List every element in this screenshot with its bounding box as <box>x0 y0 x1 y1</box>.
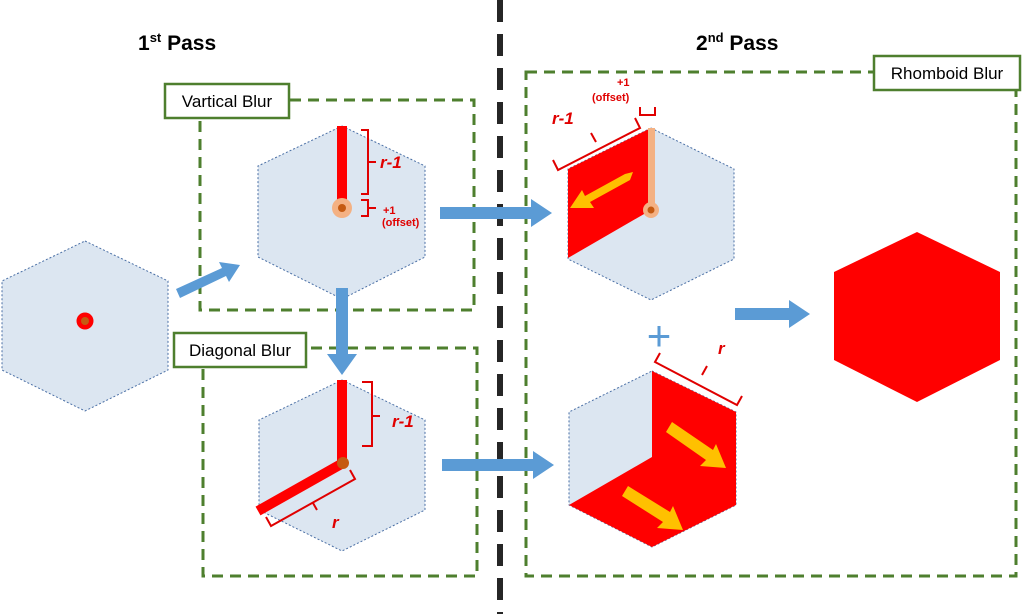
vertical-blur-line <box>337 126 347 208</box>
rhomboid-bottom-fill <box>569 371 736 547</box>
r-minus-1-bracket <box>361 129 376 195</box>
pass2-title: 2nd Pass <box>696 30 778 55</box>
flow-arrow-vertical-to-pass2 <box>440 199 552 227</box>
diagonal-blur-label: Diagonal Blur <box>189 341 291 360</box>
diagonal-vertical-line <box>337 380 347 464</box>
diagonal-blur-label-box <box>172 331 308 369</box>
pass1-title: 1st Pass <box>138 30 216 55</box>
offset-bracket <box>361 199 376 217</box>
rhomboid-blur-label: Rhomboid Blur <box>891 64 1004 83</box>
direction-arrow-left <box>570 172 633 208</box>
flow-arrow-diagonal-to-pass2 <box>442 451 554 479</box>
offset-label: (offset) <box>382 217 420 229</box>
r-minus-1-label: r-1 <box>380 153 402 172</box>
plus-one-label: +1 <box>383 205 396 217</box>
diagonal-blur-hexagon: r-1 r <box>255 379 426 552</box>
rhomboid-blur-label-box <box>872 54 1022 92</box>
flow-arrow-to-result <box>735 300 810 328</box>
pass2-top-hexagon: r-1 +1 (offset) <box>552 77 735 301</box>
pass2-offset-label: (offset) <box>592 92 630 104</box>
result-hexagon <box>834 232 1000 402</box>
pass2-r-label: r <box>718 339 726 358</box>
pass2-offset-bracket <box>639 107 656 116</box>
diagonal-blur-line <box>255 458 346 516</box>
r-bracket <box>265 469 357 528</box>
flow-arrow-source-to-vertical <box>176 262 240 298</box>
diagonal-r-minus-1-bracket <box>362 381 380 447</box>
source-hexagon <box>1 240 169 412</box>
plus-operator: + <box>647 312 672 359</box>
direction-arrow-right-lower <box>622 486 683 530</box>
flow-arrow-vertical-to-diagonal <box>327 288 357 375</box>
pass2-r-minus-1-label: r-1 <box>552 109 574 128</box>
pass2-plus-one-label: +1 <box>617 77 630 89</box>
r-label: r <box>332 513 340 532</box>
pass2-offset-line <box>648 128 655 210</box>
vertical-blur-label: Vartical Blur <box>182 92 273 111</box>
direction-arrow-right-upper <box>666 422 726 468</box>
pass2-r-bracket <box>653 352 743 407</box>
pass2-r-minus-1-bracket <box>552 117 642 172</box>
rhomboid-blur-group <box>524 70 1018 578</box>
vertical-blur-label-box <box>163 82 291 120</box>
rhomboid-top-fill <box>568 128 651 258</box>
vertical-blur-hexagon: r-1 +1 (offset) <box>257 125 426 300</box>
pass2-bottom-hexagon: r <box>568 339 743 548</box>
diagonal-r-minus-1-label: r-1 <box>392 412 414 431</box>
